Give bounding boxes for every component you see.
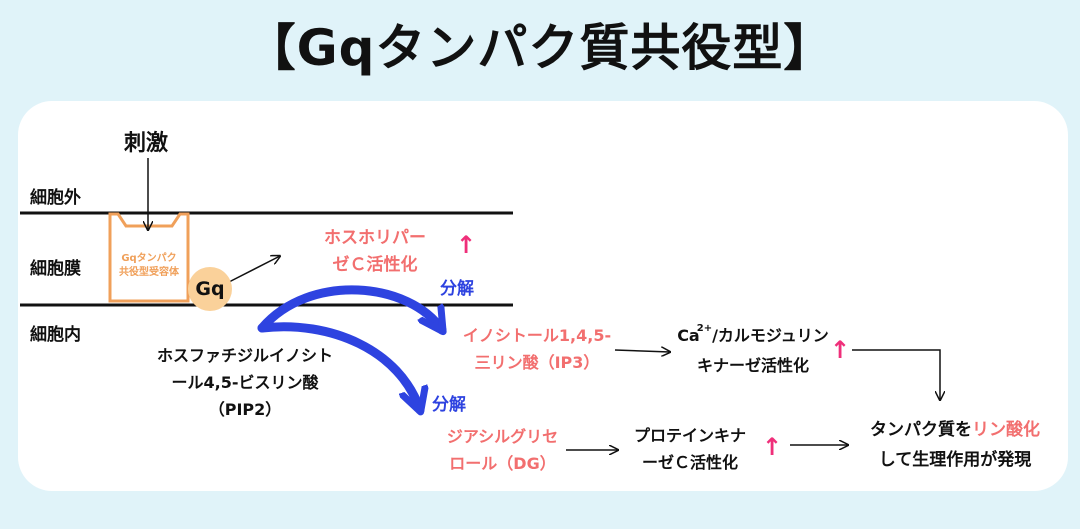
dg-label: ジアシルグリセ ロール（DG） bbox=[430, 423, 575, 477]
ip3-label-line2: 三リン酸（IP3） bbox=[474, 353, 600, 372]
gq-protein: Gq bbox=[188, 267, 232, 311]
dg-label-line1: ジアシルグリセ bbox=[446, 427, 559, 446]
stimulus-label: 刺激 bbox=[124, 131, 169, 156]
result-highlight: リン酸化 bbox=[972, 420, 1040, 440]
pkc-label-line2: ーゼＣ活性化 bbox=[641, 453, 738, 472]
plc-label-line2: ゼＣ活性化 bbox=[332, 255, 418, 275]
region-inside-label: 細胞内 bbox=[30, 325, 81, 345]
receptor-shape bbox=[108, 212, 190, 303]
ip3-to-camk-arrow bbox=[614, 350, 670, 352]
pip2-label-line3: （PIP2） bbox=[208, 400, 282, 419]
plc-label: ホスホリパー ゼＣ活性化 bbox=[290, 225, 460, 279]
result-prefix: タンパク質を bbox=[870, 420, 972, 440]
camk-label: Ca2+/カルモジュリン キナーゼ活性化 bbox=[668, 322, 838, 379]
region-outside-label: 細胞外 bbox=[30, 188, 81, 208]
region-membrane-label: 細胞膜 bbox=[30, 259, 81, 279]
receptor-label: Gqタンパク 共役型受容体 bbox=[112, 252, 186, 280]
pkc-label: プロテインキナ ーゼＣ活性化 bbox=[625, 422, 755, 476]
decompose-label-1: 分解 bbox=[440, 279, 474, 299]
pip2-label-line1: ホスファチジルイノシト bbox=[156, 346, 333, 365]
camk-label-line1: Ca2+/カルモジュリン bbox=[668, 322, 838, 352]
camk-label-line2: キナーゼ活性化 bbox=[696, 356, 809, 375]
result-label-line2: して生理作用が発現 bbox=[878, 450, 1032, 470]
gq-activation-arrow bbox=[228, 256, 280, 283]
ip3-label: イノシトール1,4,5- 三リン酸（IP3） bbox=[452, 322, 622, 376]
plc-label-line1: ホスホリパー bbox=[324, 228, 426, 248]
result-label: タンパク質をリン酸化 して生理作用が発現 bbox=[850, 415, 1060, 475]
pkc-up-arrow-icon: ↑ bbox=[762, 433, 783, 461]
page-title: 【Gqタンパク質共役型】 bbox=[245, 19, 835, 77]
result-label-line1: タンパク質をリン酸化 bbox=[850, 415, 1060, 445]
pip2-label-line2: ール4,5-ビスリン酸 bbox=[171, 373, 319, 392]
pkc-label-line1: プロテインキナ bbox=[633, 426, 746, 445]
dg-label-line2: ロール（DG） bbox=[449, 454, 556, 473]
pip2-label: ホスファチジルイノシト ール4,5-ビスリン酸 （PIP2） bbox=[135, 342, 355, 423]
ip3-label-line1: イノシトール1,4,5- bbox=[462, 326, 612, 345]
calcium-charge: 2+ bbox=[696, 323, 713, 334]
receptor-label-line1: Gqタンパク bbox=[121, 253, 177, 264]
plc-up-arrow-icon: ↑ bbox=[456, 231, 477, 259]
decompose-label-2: 分解 bbox=[432, 395, 466, 415]
receptor-label-line2: 共役型受容体 bbox=[119, 267, 179, 278]
calcium-text: Ca bbox=[677, 326, 700, 345]
big-arrow-dg bbox=[257, 322, 420, 410]
camk-up-arrow-icon: ↑ bbox=[830, 336, 851, 364]
camk-to-result-arrow bbox=[852, 349, 940, 400]
camk-text: /カルモジュリン bbox=[712, 326, 829, 345]
big-arrow-ip3 bbox=[257, 285, 442, 330]
